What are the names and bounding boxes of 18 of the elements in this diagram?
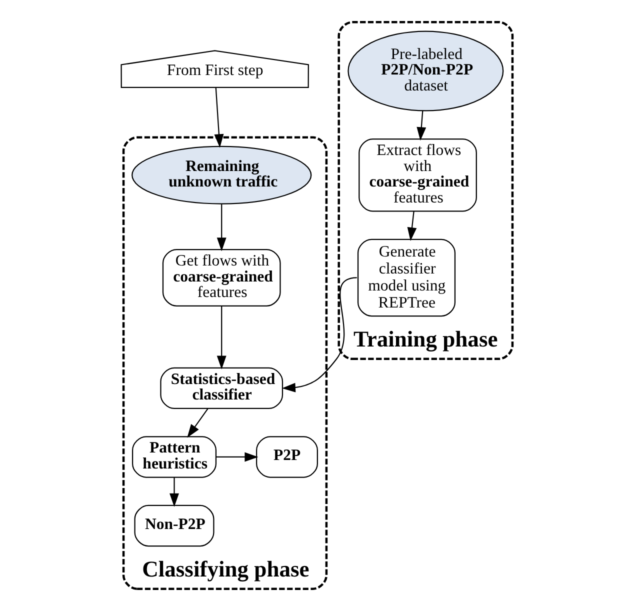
node-box: Get flows with coarse-grained features: [162, 248, 281, 306]
arrow: [407, 211, 417, 241]
node-box: P2P: [256, 436, 318, 478]
arrow: [187, 408, 208, 438]
node-box: Non-P2P: [134, 504, 214, 547]
node-box: Statistics-based classifier: [160, 367, 284, 410]
arrow: [216, 452, 258, 462]
node-box: Extract flows with coarse-grained features: [358, 138, 477, 212]
arrow: [216, 306, 226, 370]
arrow: [416, 110, 426, 141]
node-ellipse: Pre-labeled P2P/Non-P2P dataset: [348, 30, 504, 112]
node-box: Generate classifier model using REPTree: [357, 238, 456, 317]
arrow: [216, 204, 226, 252]
node-ellipse: Remaining unknown traffic: [132, 146, 312, 204]
arrow: [214, 88, 224, 148]
node-box: Pattern heuristics: [132, 436, 217, 478]
arrow: [170, 477, 179, 507]
arrow: [282, 277, 357, 392]
